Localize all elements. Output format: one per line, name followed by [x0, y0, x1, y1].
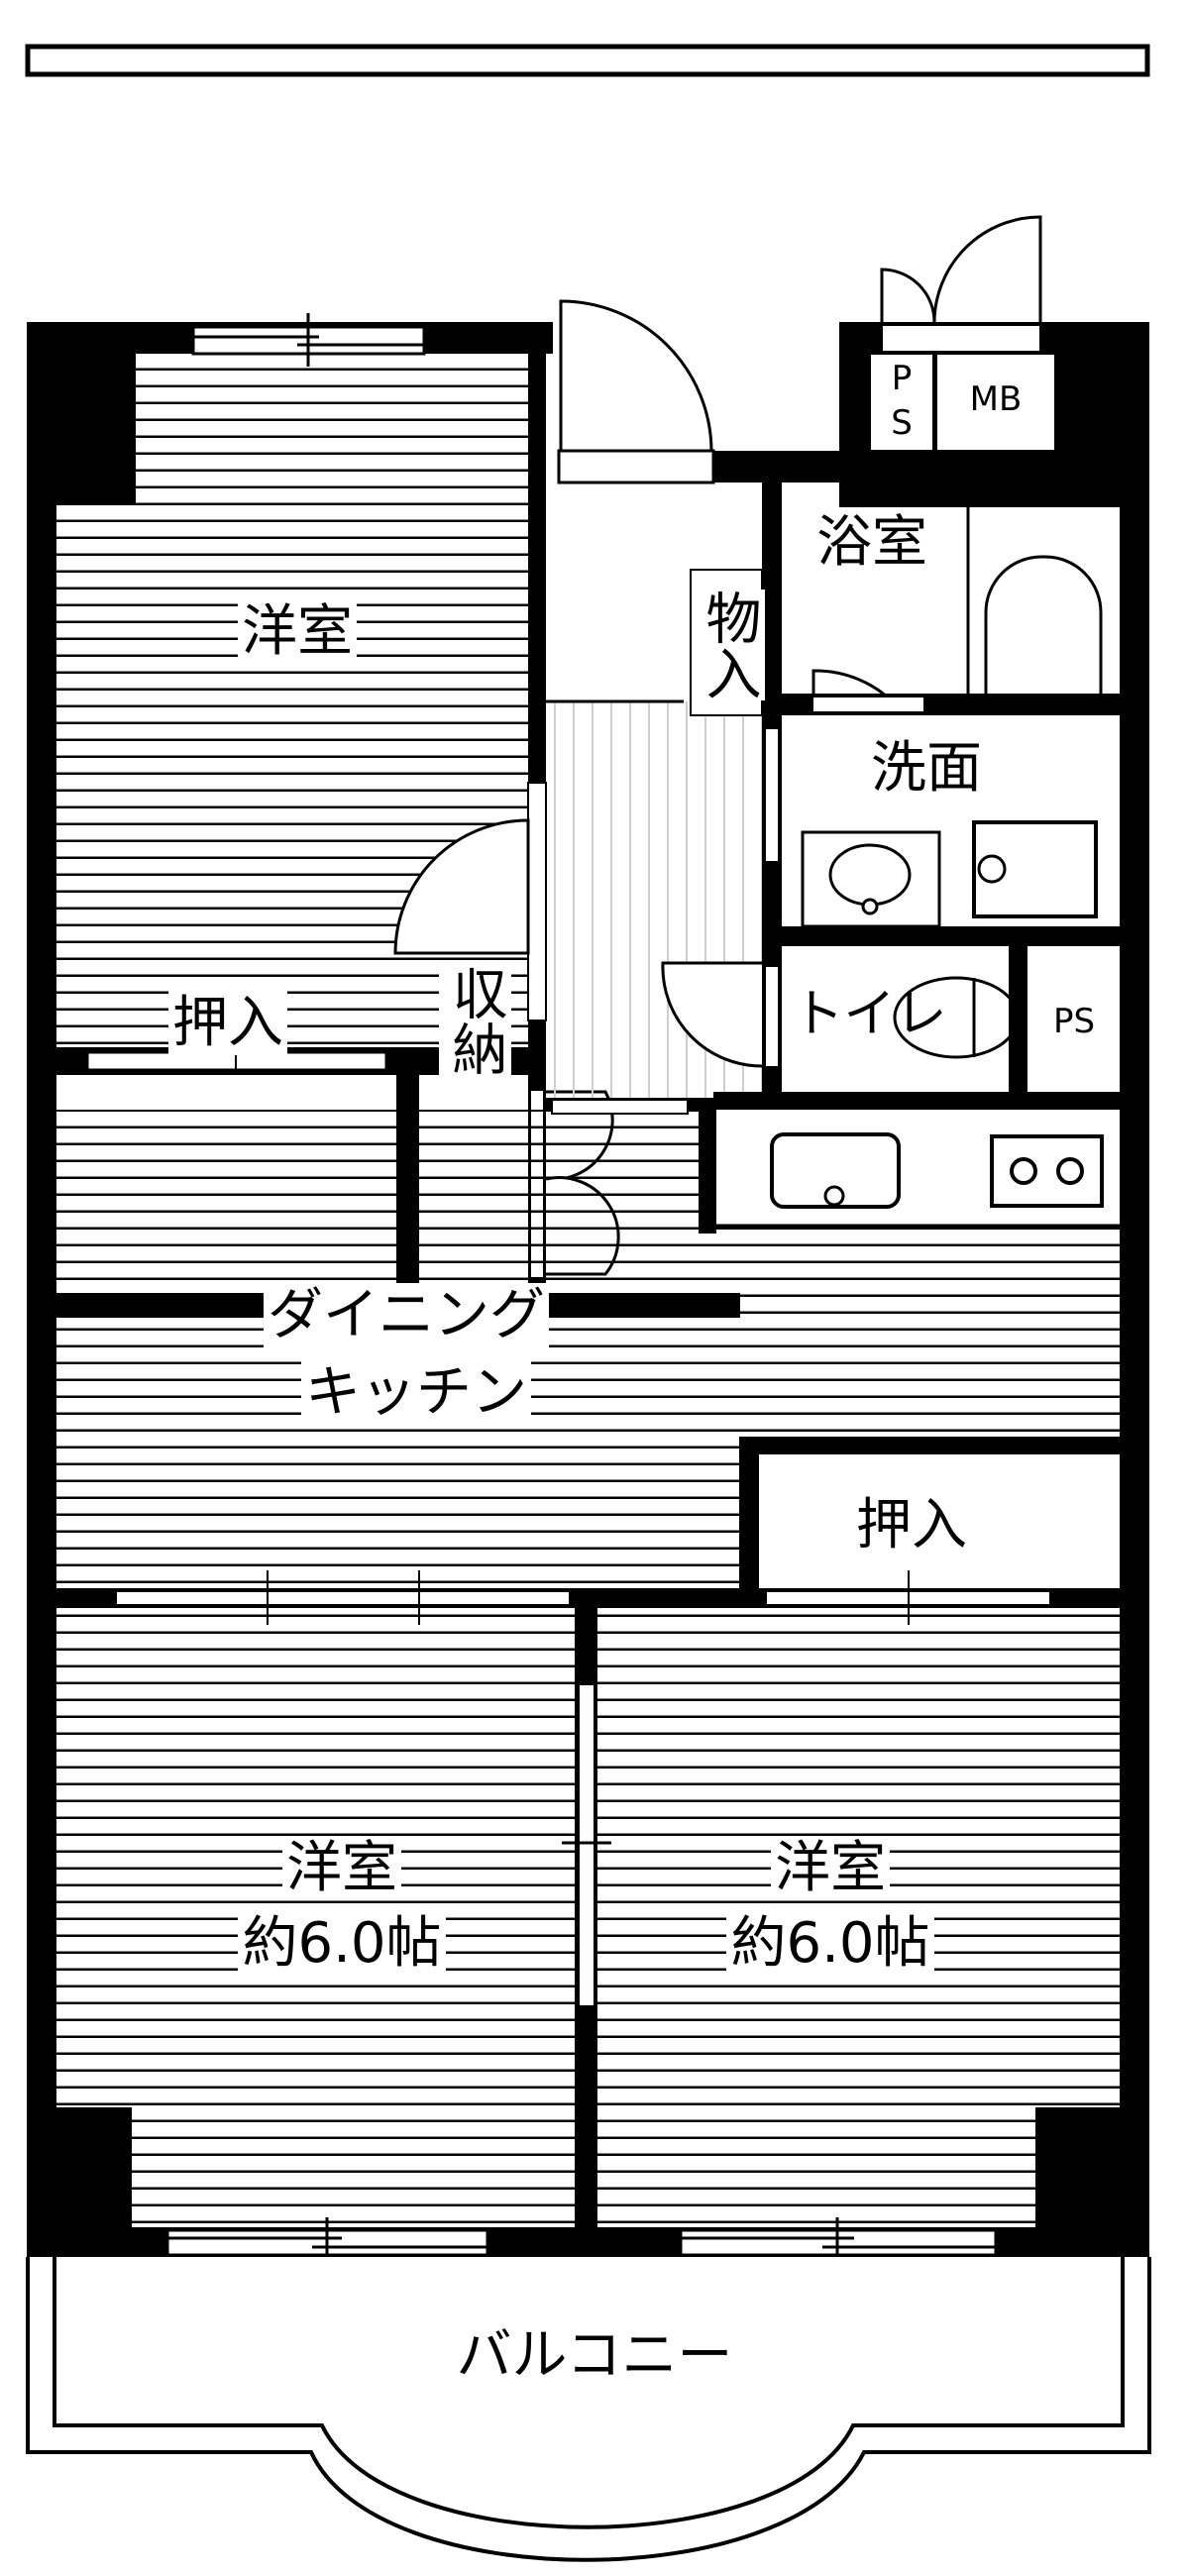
stove: [990, 1134, 1104, 1208]
room-western-north: [56, 354, 528, 1047]
window-north: [191, 313, 426, 367]
label-dk-line1: ダイニング: [228, 1283, 585, 1347]
label-toilet: トイレ: [792, 985, 947, 1044]
label-washroom: 洗面: [852, 736, 1001, 801]
ps-mb-doors[interactable]: [880, 215, 1042, 353]
label-oshiire-north: 押入: [149, 991, 307, 1055]
balcony: [26, 2257, 1151, 2562]
label-western-se-line1: 洋室: [741, 1836, 919, 1900]
label-western-room-north: 洋室: [208, 599, 386, 664]
sliding-door-washroom[interactable]: [764, 727, 780, 863]
label-western-se-line2: 約6.0帖: [697, 1911, 964, 1976]
window-south-east: [679, 2217, 998, 2269]
label-ps-side: PS: [1030, 1002, 1118, 1041]
label-balcony: バルコニー: [416, 2323, 773, 2388]
door-toilet[interactable]: [661, 961, 780, 1068]
label-western-sw-line1: 洋室: [253, 1836, 431, 1900]
window-south-west: [165, 2217, 489, 2269]
sliding-door-bedroom-divider[interactable]: [562, 1683, 611, 2007]
label-bathroom: 浴室: [798, 510, 946, 575]
burner-icon: [1056, 1157, 1084, 1185]
washing-machine-pan: [972, 820, 1098, 918]
sink: [770, 1132, 901, 1209]
label-western-sw-line2: 約6.0帖: [208, 1911, 476, 1976]
entry-door[interactable]: [557, 299, 715, 484]
burner-icon: [1010, 1157, 1037, 1185]
label-ps-top-p: P: [872, 359, 931, 398]
label-shuno: 収納: [439, 956, 511, 1085]
wash-basin: [801, 830, 941, 928]
label-oshiire-south: 押入: [832, 1493, 991, 1557]
door-washroom[interactable]: [811, 696, 925, 713]
door-dk[interactable]: [551, 1099, 689, 1115]
label-dk-line2: キッチン: [268, 1360, 565, 1425]
scale-bar: [25, 44, 1150, 77]
label-ps-top-s: S: [872, 403, 931, 443]
label-monoire: 物入: [693, 578, 765, 711]
label-mb: MB: [941, 379, 1050, 419]
kitchen-counter: [716, 1110, 1120, 1228]
